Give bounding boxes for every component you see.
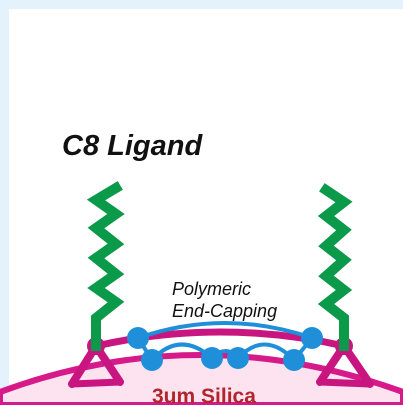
capping-bead bbox=[283, 349, 305, 371]
capping-bead bbox=[127, 327, 149, 349]
left-c8-chain bbox=[86, 181, 125, 351]
capping-bead bbox=[141, 349, 163, 371]
ligand-title: C8 Ligand bbox=[62, 130, 203, 162]
capping-bead bbox=[227, 347, 249, 369]
right-c8-chain bbox=[317, 183, 353, 351]
capping-bead bbox=[301, 327, 323, 349]
capping-label-line2: End-Capping bbox=[172, 301, 277, 321]
silica-label: 3um Silica bbox=[152, 385, 256, 405]
capping-label-line1: Polymeric bbox=[172, 279, 251, 299]
capping-bead bbox=[201, 347, 223, 369]
